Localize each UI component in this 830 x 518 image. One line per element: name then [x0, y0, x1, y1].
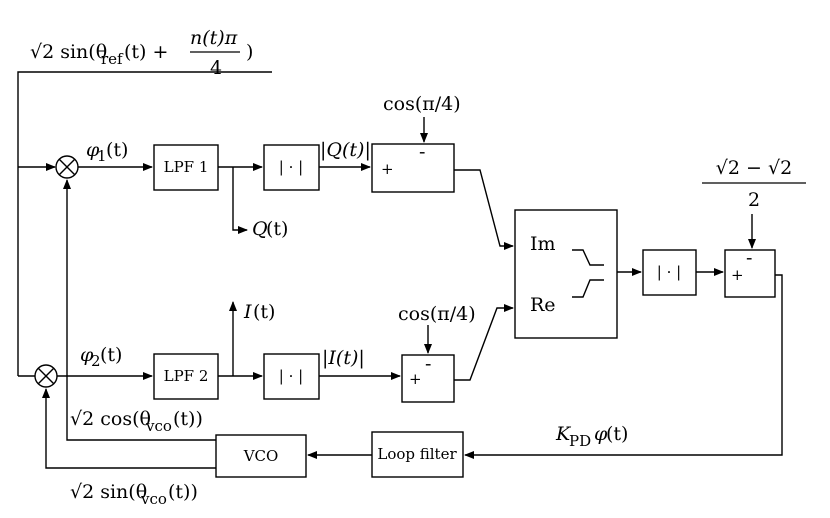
summer-1-minus: - [419, 141, 425, 163]
svg-text:I: I [243, 301, 252, 323]
svg-text:): ) [246, 41, 253, 63]
svg-text:Q: Q [252, 218, 268, 240]
svg-text:φ: φ [86, 139, 100, 161]
constant-numerator: √2 − √2 [716, 157, 792, 179]
svg-text:√2 sin(θ: √2 sin(θ [70, 481, 147, 503]
abs-block-1 [263, 144, 320, 191]
vco-sin-label: √2 sin(θ vco (t)) [70, 481, 198, 508]
constant-denominator: 2 [748, 189, 760, 211]
q-label: Q (t) [252, 218, 288, 240]
i-label: I (t) [243, 301, 275, 323]
svg-text:√2 cos(θ: √2 cos(θ [70, 408, 151, 430]
svg-text:4: 4 [210, 57, 222, 79]
cos-pi4-label-bottom: cos(π/4) [398, 303, 476, 325]
svg-text:φ: φ [80, 344, 94, 366]
input-line [17, 71, 272, 376]
mixer-2 [34, 364, 58, 388]
sum1-to-im [454, 169, 514, 250]
svg-text:PD: PD [569, 432, 591, 450]
vco-cos-label: √2 cos(θ vco (t)) [70, 408, 203, 435]
svg-text:ref: ref [101, 50, 124, 68]
svg-text:2: 2 [91, 352, 101, 370]
phi2-label: φ 2 (t) [80, 344, 122, 370]
cos-pi4-label-top: cos(π/4) [383, 93, 461, 115]
input-signal-label: √2 sin(θ ref (t) + n(t)π 4 ) [30, 27, 253, 79]
summer-2-minus: - [425, 353, 431, 375]
vco-sin-to-mixer2 [42, 388, 216, 469]
svg-text:(t): (t) [106, 139, 128, 161]
q-output-wire [232, 167, 248, 234]
sum3-to-loop-filter [464, 274, 783, 459]
abs-i-label: |I(t)| [322, 347, 365, 369]
svg-text:φ: φ [594, 423, 608, 445]
svg-text:√2 sin(θ: √2 sin(θ [30, 41, 107, 63]
abs-q-label: |Q(t)| [320, 139, 371, 161]
svg-text:(t): (t) [606, 423, 628, 445]
summer-1 [371, 143, 455, 193]
lpf2-label: LPF 2 [164, 367, 209, 385]
re-label: Re [530, 294, 556, 316]
svg-text:vco: vco [140, 490, 167, 508]
mixer-1 [55, 155, 79, 179]
abs-block-2-label: | · | [279, 367, 303, 385]
svg-text:(t)): (t)) [168, 481, 198, 503]
svg-text:(t): (t) [253, 301, 275, 323]
abs-block-3-label: | · | [657, 263, 681, 281]
combiner-symbol [572, 249, 604, 298]
svg-text:(t): (t) [100, 344, 122, 366]
vco-label: VCO [243, 447, 279, 465]
im-label: Im [530, 233, 556, 255]
svg-text:1: 1 [97, 147, 107, 165]
complex-combiner-block [514, 209, 618, 339]
svg-text:K: K [555, 423, 572, 445]
summer-3-minus: - [746, 247, 752, 269]
summer-2-plus: + [409, 370, 422, 388]
svg-text:n(t)π: n(t)π [190, 27, 238, 49]
svg-text:(t): (t) [266, 218, 288, 240]
svg-text:vco: vco [145, 417, 172, 435]
vco-block [215, 434, 307, 478]
vco-cos-to-mixer1 [63, 179, 216, 441]
lpf1-label: LPF 1 [164, 158, 209, 176]
loop-filter-label: Loop filter [377, 445, 457, 463]
summer-1-plus: + [381, 160, 394, 178]
constant-fraction: √2 − √2 2 [702, 157, 806, 211]
kpd-label: K PD φ (t) [555, 423, 628, 450]
sum2-to-re [454, 304, 514, 381]
summer-2 [401, 354, 455, 403]
summer-3-plus: + [731, 266, 744, 284]
abs-block-1-label: | · | [279, 158, 303, 176]
svg-text:(t)): (t)) [173, 408, 203, 430]
svg-text:(t) +: (t) + [124, 41, 168, 63]
lpf1-block [153, 144, 219, 191]
abs-block-2 [263, 353, 320, 400]
phi1-label: φ 1 (t) [86, 139, 128, 165]
lpf2-block [153, 353, 219, 400]
summer-3 [724, 249, 776, 298]
